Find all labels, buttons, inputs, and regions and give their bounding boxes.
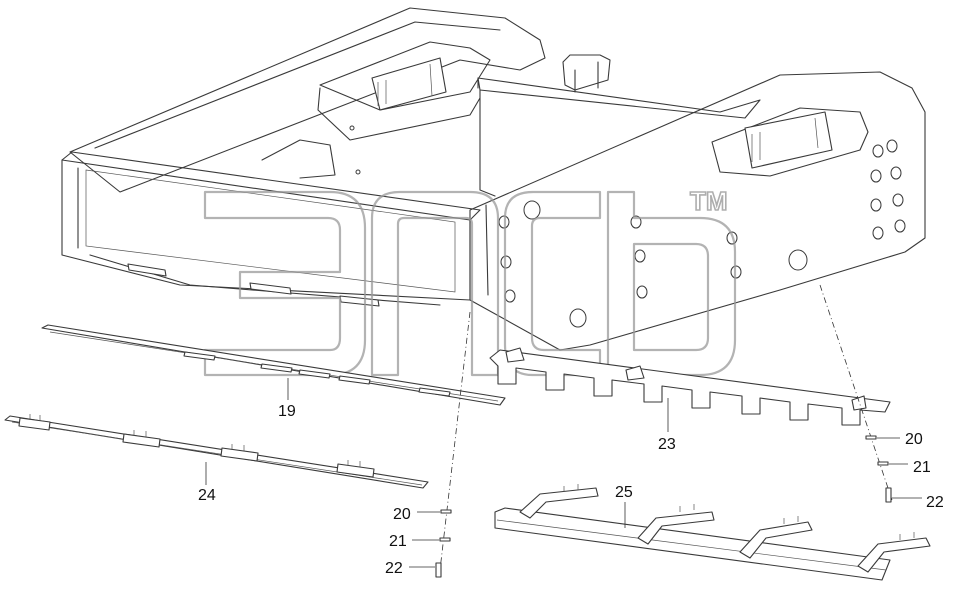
callout-21-right: 21 — [913, 459, 931, 476]
mounting-holes — [349, 125, 906, 328]
watermark-tm: TM — [690, 186, 728, 216]
fastener-stack-left — [409, 311, 471, 578]
callout-25: 25 — [615, 484, 633, 501]
callout-24: 24 — [198, 487, 216, 504]
callout-22-left: 22 — [385, 560, 403, 577]
fastener-stack-right — [819, 284, 922, 503]
callout-labels: 19 20 21 22 23 20 21 22 24 25 — [198, 403, 944, 577]
callout-20-right: 20 — [905, 431, 923, 448]
callout-20-left: 20 — [393, 506, 411, 523]
leader-lines — [205, 378, 669, 528]
callout-21-left: 21 — [389, 533, 407, 550]
part-19-strip — [41, 324, 506, 406]
frame-assembly — [61, 7, 926, 351]
watermark-logo: TM — [203, 185, 737, 377]
part-25-bar — [494, 484, 931, 581]
callout-19: 19 — [278, 403, 296, 420]
callout-22-right: 22 — [926, 494, 944, 511]
part-23-comb-plate — [489, 347, 891, 426]
part-24-strip — [4, 414, 429, 489]
callout-23: 23 — [658, 436, 676, 453]
